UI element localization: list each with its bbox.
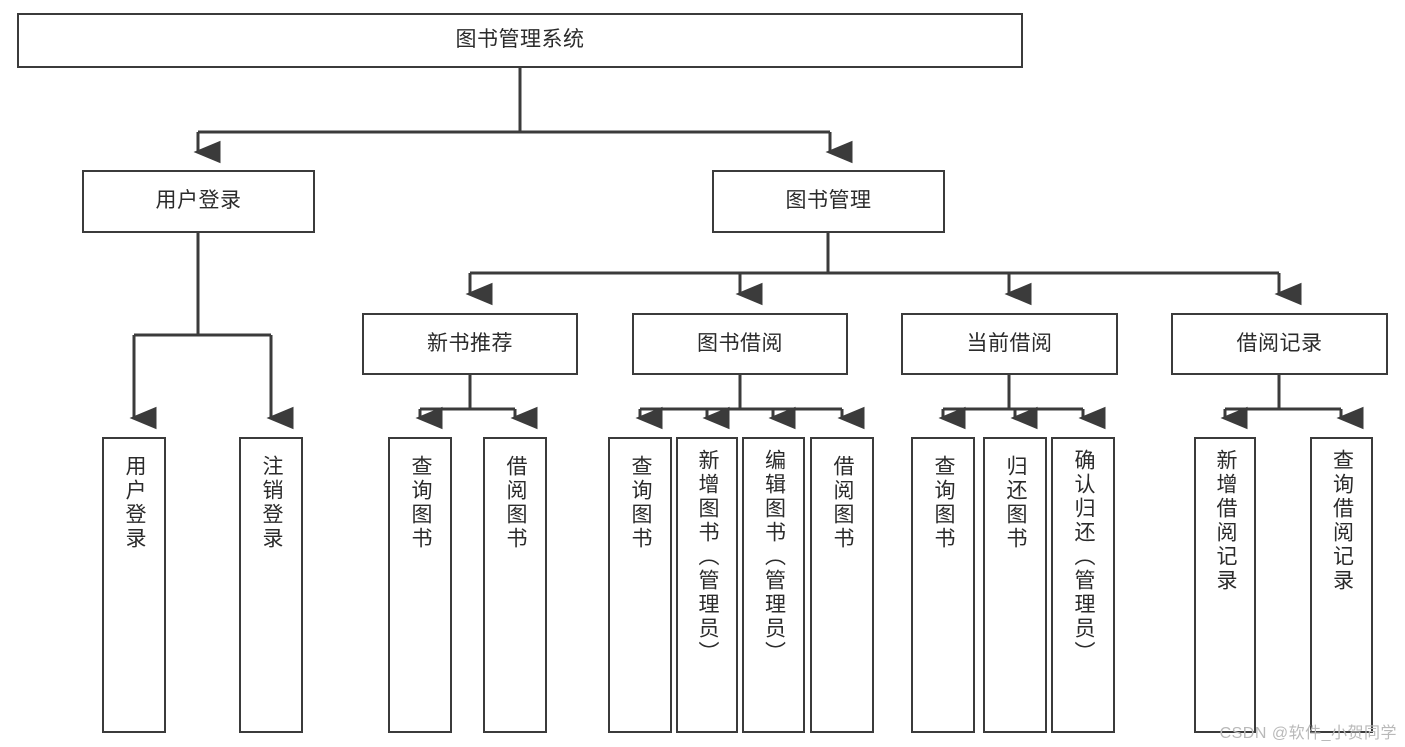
leaf-borrow-book-rec-label: 借阅图书 [504,455,528,551]
leaf-query-book-cur-label: 查询图书 [932,455,956,551]
leaf-borrow-book[interactable]: 借阅图书 [810,437,874,733]
node-borrow-record[interactable]: 借阅记录 [1171,313,1388,375]
leaf-add-book-admin-label: 新增图书（管理员） [696,449,720,665]
leaf-add-book-admin[interactable]: 新增图书（管理员） [676,437,738,733]
leaf-query-book-cur[interactable]: 查询图书 [911,437,975,733]
leaf-query-book-rec-label: 查询图书 [409,455,433,551]
node-new-book-rec-label: 新书推荐 [427,331,513,355]
node-root-label: 图书管理系统 [455,28,585,52]
leaf-confirm-return-admin[interactable]: 确认归还（管理员） [1051,437,1115,733]
node-user-login-label: 用户登录 [155,189,242,213]
node-borrow-record-label: 借阅记录 [1236,331,1323,355]
leaf-edit-book-admin[interactable]: 编辑图书（管理员） [742,437,805,733]
leaf-add-borrow-record-label: 新增借阅记录 [1214,449,1238,593]
node-root[interactable]: 图书管理系统 [17,13,1023,68]
leaf-user-login-label: 用户登录 [123,455,147,551]
node-book-borrow-label: 图书借阅 [697,331,783,355]
leaf-edit-book-admin-label: 编辑图书（管理员） [762,449,786,665]
leaf-query-book-rec[interactable]: 查询图书 [388,437,452,733]
leaf-user-login[interactable]: 用户登录 [102,437,166,733]
leaf-user-logout[interactable]: 注销登录 [239,437,303,733]
leaf-user-logout-label: 注销登录 [260,455,284,551]
leaf-return-book[interactable]: 归还图书 [983,437,1047,733]
leaf-borrow-book-rec[interactable]: 借阅图书 [483,437,547,733]
leaf-query-borrow-record[interactable]: 查询借阅记录 [1310,437,1373,733]
node-book-manage-label: 图书管理 [785,189,872,213]
leaf-query-borrow-record-label: 查询借阅记录 [1330,449,1354,593]
node-new-book-rec[interactable]: 新书推荐 [362,313,578,375]
leaf-confirm-return-admin-label: 确认归还（管理员） [1072,449,1096,665]
node-user-login[interactable]: 用户登录 [82,170,315,233]
leaf-borrow-book-label: 借阅图书 [831,455,855,551]
leaf-add-borrow-record[interactable]: 新增借阅记录 [1194,437,1256,733]
leaf-query-book-borrow-label: 查询图书 [629,455,653,551]
node-book-borrow[interactable]: 图书借阅 [632,313,848,375]
leaf-query-book-borrow[interactable]: 查询图书 [608,437,672,733]
leaf-return-book-label: 归还图书 [1004,455,1028,551]
node-book-manage[interactable]: 图书管理 [712,170,945,233]
node-current-borrow[interactable]: 当前借阅 [901,313,1118,375]
node-current-borrow-label: 当前借阅 [966,331,1053,355]
csdn-watermark: CSDN @软件_小贺同学 [1219,725,1397,742]
